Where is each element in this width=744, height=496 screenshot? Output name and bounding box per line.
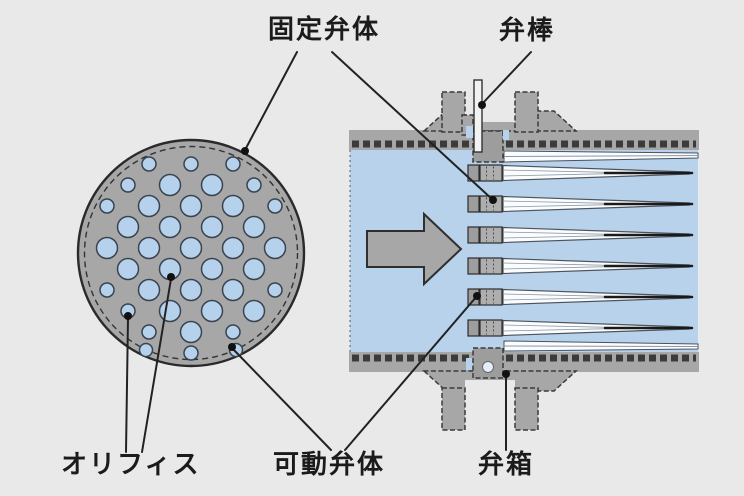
leader-dot	[502, 370, 510, 378]
orifice-hole	[179, 194, 203, 218]
orifice-hole	[263, 236, 287, 260]
orifice-hole	[225, 156, 241, 172]
orifice-leader	[124, 273, 175, 453]
valve-stem-leader	[478, 51, 532, 109]
label-movable-valve: 可動弁体	[273, 449, 386, 479]
bonnet-bolt	[514, 387, 539, 431]
orifice-hole	[267, 282, 283, 298]
orifice-hole	[267, 198, 283, 214]
orifice-hole	[242, 215, 266, 239]
bonnet-bolt	[441, 387, 466, 431]
leader-dot	[473, 292, 481, 300]
orifice-holes	[95, 156, 287, 361]
fixed-plate-segment	[479, 226, 503, 244]
orifice-hole	[221, 278, 245, 302]
orifice-hole	[200, 215, 224, 239]
movable-plate-segment	[467, 257, 480, 275]
flow	[366, 211, 463, 287]
orifice-hole	[200, 257, 224, 281]
fixed-plate-segment	[479, 319, 503, 337]
fixed-plate-segment	[479, 288, 503, 306]
orifice-hole	[158, 215, 182, 239]
leader-dot	[228, 343, 236, 351]
leader-dot	[489, 196, 497, 204]
valve-plates	[467, 164, 503, 337]
orifice-hole	[183, 156, 199, 172]
movable-plate-segment	[467, 226, 480, 244]
orifice-hole	[138, 342, 154, 358]
label-fixed-valve: 固定弁体	[268, 14, 381, 44]
flow-arrow	[366, 211, 463, 287]
orifice-hole	[158, 173, 182, 197]
orifice-hole	[141, 156, 157, 172]
movable-plate-segment	[467, 319, 480, 337]
orifice-hole	[158, 299, 182, 323]
orifice-hole	[116, 215, 140, 239]
leader-dot	[478, 101, 486, 109]
orifice-hole	[137, 236, 161, 260]
fixed-plate-segment	[479, 164, 503, 182]
movable-plate-segment	[467, 195, 480, 213]
orifice-hole	[221, 236, 245, 260]
orifice-hole	[242, 299, 266, 323]
orifice-hole	[225, 324, 241, 340]
valve-stem	[473, 79, 483, 153]
orifice-hole	[246, 177, 262, 193]
orifice-hole	[99, 282, 115, 298]
leader-dot	[241, 147, 249, 155]
orifice-hole	[99, 198, 115, 214]
bonnet-bottom	[422, 347, 578, 431]
orifice-hole	[120, 177, 136, 193]
valve-body-leader	[502, 370, 510, 451]
leader-dot	[167, 273, 175, 281]
label-valve-stem: 弁棒	[499, 15, 556, 45]
jets	[502, 164, 694, 337]
orifice-hole	[200, 173, 224, 197]
orifice-hole	[183, 345, 199, 361]
orifice-hole	[116, 257, 140, 281]
movable-valve-leader	[228, 292, 481, 451]
orifice-hole	[242, 257, 266, 281]
orifice-hole	[95, 236, 119, 260]
label-orifice: オリフィス	[61, 449, 201, 479]
label-valve-body: 弁箱	[478, 449, 535, 479]
bonnet-top	[422, 79, 578, 163]
orifice-hole	[137, 278, 161, 302]
orifice-hole	[137, 194, 161, 218]
bonnet-bolt	[441, 91, 466, 133]
orifice-hole	[179, 236, 203, 260]
orifice-hole	[179, 278, 203, 302]
wall-streams	[503, 150, 699, 352]
orifice-hole	[179, 320, 203, 344]
fixed-valve-leader	[241, 51, 497, 204]
orifice-hole	[200, 299, 224, 323]
orifice-hole	[221, 194, 245, 218]
orifice-hole	[141, 324, 157, 340]
fixed-plate-segment	[479, 257, 503, 275]
bonnet-bolt	[514, 91, 539, 133]
leader-dot	[124, 312, 132, 320]
